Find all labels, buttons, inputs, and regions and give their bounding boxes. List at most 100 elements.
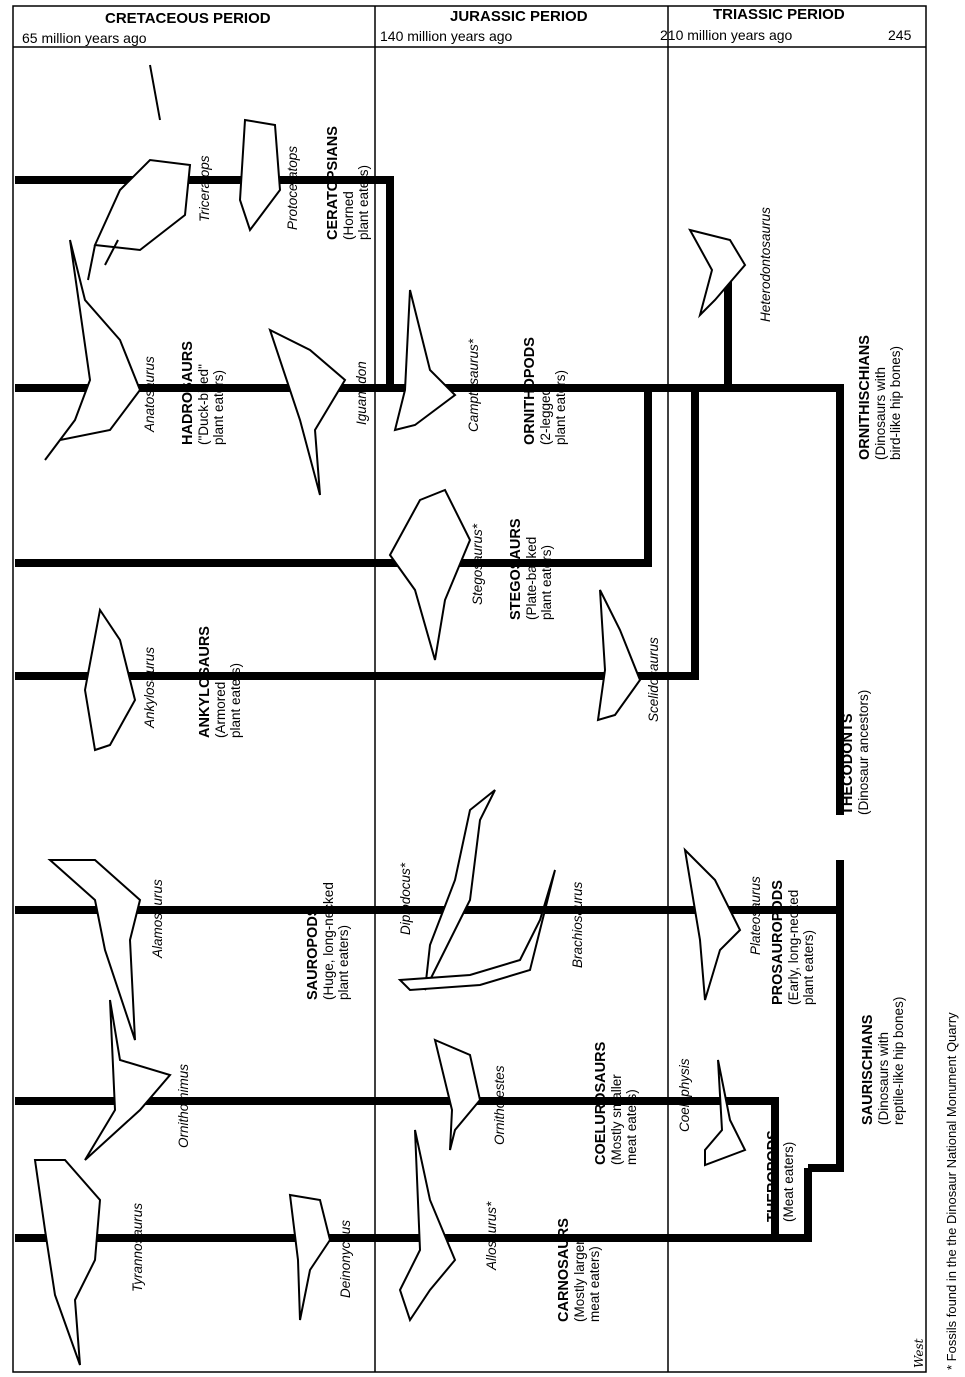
- species-label-brachiosaurus: Brachiosaurus: [570, 881, 585, 968]
- group-name: ORNITHOPODS: [522, 337, 538, 445]
- group-label-saurischians: SAURISCHIANS (Dinosaurs with reptile-lik…: [860, 997, 906, 1125]
- iguanodon-figure: [268, 328, 347, 496]
- group-desc: reptile-like hip bones): [891, 996, 906, 1125]
- species-label-deinonychus: Deinonychus: [338, 1219, 353, 1298]
- triceratops-figure: [87, 64, 192, 281]
- group-desc: plant eaters): [211, 369, 226, 445]
- artist-signature: West: [912, 1338, 926, 1368]
- group-name: STEGOSAURS: [508, 518, 524, 620]
- group-desc: meat eaters): [587, 1246, 602, 1322]
- species-label-tyrannosaurus: Tyrannosaurus: [130, 1202, 145, 1292]
- group-label-ceratopsians: CERATOPSIANS (Horned plant eaters): [325, 126, 371, 240]
- species-label-ankylosaurus: Ankylosaurus: [142, 646, 157, 728]
- scelidosaurus-figure: [596, 589, 642, 722]
- group-label-sauropods: SAUROPODS (Huge, long-necked plant eater…: [305, 882, 351, 1000]
- brachiosaurus-figure: [397, 869, 556, 992]
- group-desc: plant eaters): [553, 369, 568, 445]
- group-name: CARNOSAURS: [556, 1218, 572, 1322]
- stegosaurus-figure: [388, 488, 472, 661]
- period-title-jurassic: JURASSIC PERIOD: [450, 8, 588, 25]
- species-label-triceratops: Triceratops: [197, 155, 212, 222]
- ornithomimus-figure: [84, 999, 172, 1161]
- group-label-prosauropods: PROSAUROPODS (Early, long-necked plant e…: [770, 880, 816, 1005]
- group-label-carnosaurs: CARNOSAURS (Mostly larger meat eaters): [556, 1218, 602, 1322]
- species-label-ornithomimus: Ornithomimus: [176, 1063, 191, 1148]
- group-desc: meat eaters): [624, 1089, 639, 1165]
- branch-stegosaurs: [15, 390, 652, 567]
- branch-coelurosaurs: [15, 1097, 779, 1238]
- species-label-allosaurus: Allosaurus*: [484, 1201, 499, 1270]
- diplodocus-figure: [424, 789, 496, 991]
- group-name: COELUROSAURS: [593, 1041, 609, 1165]
- group-label-ornithopods: ORNITHOPODS (2-legged plant eaters): [522, 337, 568, 445]
- species-label-scelidosaurus: Scelidosaurus: [646, 637, 661, 722]
- period-title-cretaceous: CRETACEOUS PERIOD: [105, 10, 271, 27]
- group-desc: (Early, long-necked: [786, 889, 801, 1005]
- species-label-heterodontosaurus: Heterodontosaurus: [758, 207, 773, 322]
- group-name: ANKYLOSAURS: [197, 626, 213, 738]
- period-start-jurassic: 140 million years ago: [380, 28, 513, 44]
- group-desc: (Dinosaurs with: [876, 1031, 891, 1125]
- group-desc: bird-like hip bones): [888, 345, 903, 460]
- period-title-triassic: TRIASSIC PERIOD: [713, 6, 845, 23]
- dinosaur-figures: [33, 64, 747, 1366]
- timeline-end-value: 245: [888, 27, 912, 43]
- species-label-plateosaurus: Plateosaurus: [748, 876, 763, 955]
- group-label-theropods: THEROPODS (Meat eaters): [765, 1130, 796, 1222]
- group-desc: plant eaters): [228, 662, 243, 738]
- footnote: * Fossils found in the the Dinosaur Nati…: [944, 1012, 959, 1370]
- species-label-diplodocus: Diplodocus*: [398, 862, 413, 935]
- group-desc: (Meat eaters): [781, 1141, 796, 1222]
- group-desc: plant eaters): [801, 929, 816, 1005]
- group-name: SAUROPODS: [305, 906, 321, 1000]
- allosaurus-figure: [398, 1129, 457, 1323]
- period-start-triassic: 210 million years ago: [660, 27, 793, 43]
- ankylosaurus-figure: [83, 607, 137, 752]
- species-label-iguanodon: Iguanodon: [354, 361, 369, 425]
- species-label-protoceratops: Protoceratops: [285, 145, 300, 230]
- chart-frame: [12, 5, 927, 1373]
- group-desc: (Dinosaur ancestors): [856, 689, 871, 815]
- coelophysis-figure: [704, 1059, 747, 1167]
- plateosaurus-figure: [683, 847, 742, 1001]
- group-desc: ("Duck-billed": [196, 364, 211, 445]
- group-label-stegosaurs: STEGOSAURS (Plate-backed plant eaters): [508, 518, 554, 620]
- group-label-ankylosaurs: ANKYLOSAURS (Armored plant eaters): [197, 626, 243, 738]
- group-desc: (Plate-backed: [524, 536, 539, 620]
- branch-saurischians: [808, 860, 844, 1172]
- branch-carnosaurs: [15, 1168, 812, 1242]
- ornitholestes-figure: [433, 1038, 482, 1151]
- heterodontosaurus-figure: [688, 228, 747, 319]
- group-desc: (Mostly smaller: [609, 1074, 624, 1165]
- group-desc: (Horned: [341, 191, 356, 240]
- species-label-anatosaurus: Anatosaurus: [142, 356, 157, 432]
- group-name: PROSAUROPODS: [770, 880, 786, 1005]
- alamosaurus-figure: [47, 859, 142, 1041]
- group-desc: plant eaters): [336, 924, 351, 1000]
- group-desc: plant eaters): [356, 164, 371, 240]
- group-name: CERATOPSIANS: [325, 126, 341, 240]
- group-desc: (Mostly larger: [572, 1240, 587, 1322]
- deinonychus-figure: [288, 1193, 332, 1321]
- species-label-stegosaurus: Stegosaurus*: [470, 523, 485, 605]
- group-label-thecodonts: THECODONTS (Dinosaur ancestors): [840, 690, 871, 815]
- branch-ankylosaurs: [15, 390, 699, 680]
- protoceratops-figure: [238, 118, 282, 233]
- group-label-hadrosaurs: HADROSAURS ("Duck-billed" plant eaters): [180, 341, 226, 445]
- group-name: HADROSAURS: [180, 341, 196, 445]
- group-desc: (2-legged: [538, 387, 553, 445]
- group-name: SAURISCHIANS: [860, 1014, 876, 1125]
- group-desc: (Armored: [213, 681, 228, 738]
- period-start-cretaceous: 65 million years ago: [22, 30, 147, 46]
- group-desc: (Huge, long-necked: [321, 882, 336, 1000]
- species-label-coelophysis: Coelophysis: [677, 1058, 692, 1132]
- species-label-ornitholestes: Ornitholestes: [492, 1065, 507, 1145]
- group-label-ornithischians: ORNITHISCHIANS (Dinosaurs with bird-like…: [857, 335, 903, 460]
- species-label-alamosaurus: Alamosaurus: [150, 879, 165, 958]
- anatosaurus-figure: [44, 239, 142, 461]
- group-name: THEROPODS: [765, 1130, 781, 1222]
- camptosaurus-figure: [393, 289, 457, 432]
- species-label-camptosaurus: Camptosaurus*: [466, 338, 481, 432]
- group-label-coelurosaurs: COELUROSAURS (Mostly smaller meat eaters…: [593, 1042, 639, 1165]
